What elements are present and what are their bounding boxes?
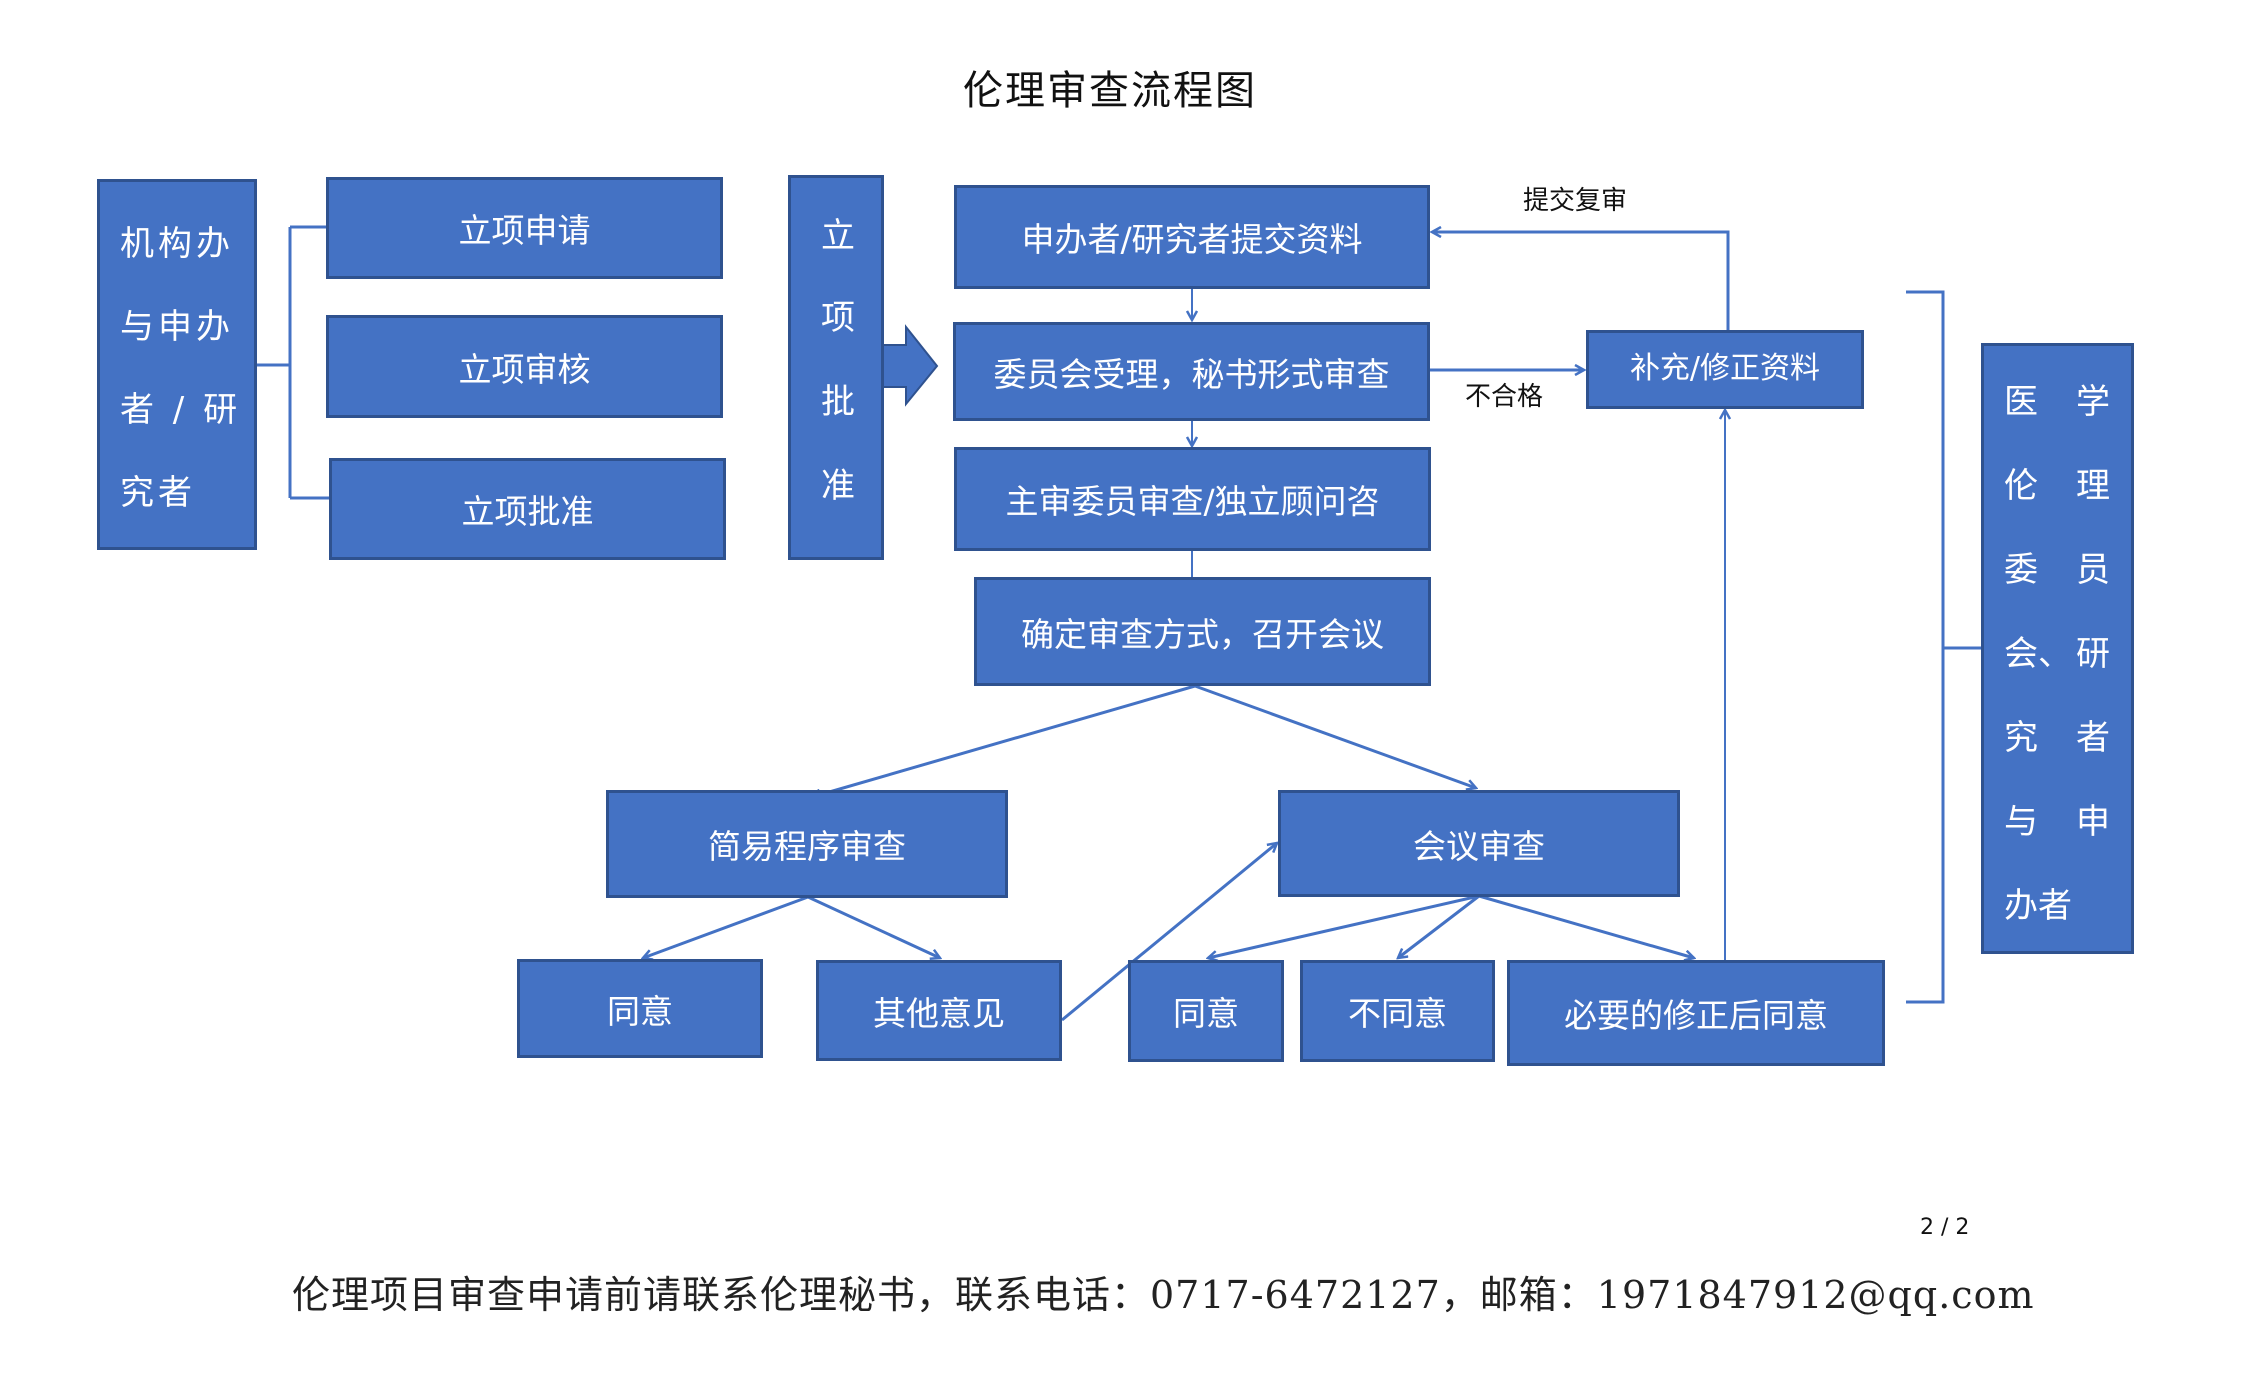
outcome-meeting-agree: 同意 [1128,960,1284,1062]
committee-char-left: 会、 [2004,634,2072,674]
approval-char: 准 [821,466,855,506]
committee-char-left: 与 [2004,802,2038,842]
committee-panel: 医 学 伦 理 委 员 会、 研 究 者 与 申 办者 [1981,343,2134,954]
committee-char-right: 学 [2076,382,2110,422]
committee-char-right: 研 [2076,634,2110,674]
committee-char-left: 办者 [2004,886,2072,926]
diagram-title: 伦理审查流程图 [963,68,1257,114]
step-primary-review: 主审委员审查/独立顾问咨 [954,447,1431,551]
arrow-expedited-to-agree [643,895,809,958]
committee-char-right: 者 [2076,718,2110,758]
step-project-review: 立项审核 [326,315,723,418]
actor-line: 与申办 [120,307,234,347]
arrow-expedited-to-other [807,895,940,958]
arrow-to-expedited [812,684,1196,797]
arrow-other-to-meeting [1061,843,1277,1022]
approval-char: 批 [821,382,855,422]
actor-box-institution-sponsor: 机构办 与申办 者 / 研 究者 [97,179,257,550]
outcome-meeting-conditional: 必要的修正后同意 [1507,960,1885,1066]
arrow-to-meeting [1194,684,1476,788]
contact-footer: 伦理项目审查申请前请联系伦理秘书，联系电话：0717-6472127，邮箱：19… [292,1273,2035,1317]
committee-char-left: 伦 [2004,466,2038,506]
actor-line: 机构办 [120,224,234,264]
approval-char: 立 [821,216,855,256]
actor-bracket-connector [255,225,330,500]
committee-char-left: 委 [2004,550,2038,590]
step-project-application: 立项申请 [326,177,723,279]
page-number: 2 / 2 [1920,1215,1970,1240]
label-resubmit: 提交复审 [1523,186,1628,216]
committee-char-right: 员 [2076,550,2110,590]
approval-column: 立 项 批 准 [788,175,884,560]
approval-char: 项 [821,298,855,338]
outcome-expedited-other: 其他意见 [816,960,1062,1061]
step-meeting-review: 会议审查 [1278,790,1680,897]
committee-char-right: 申 [2076,802,2110,842]
step-submit-materials: 申办者/研究者提交资料 [954,185,1430,289]
committee-char-right: 理 [2076,466,2110,506]
approval-block-arrow [882,324,939,407]
committee-char-left: 医 [2004,382,2038,422]
arrow-meeting-to-disagree [1398,894,1480,958]
step-expedited-review: 简易程序审查 [606,790,1008,898]
outcome-expedited-agree: 同意 [517,959,763,1058]
step-supplement-revise: 补充/修正资料 [1586,330,1864,409]
actor-line: 究者 [120,473,196,513]
arrow-resubmit-return [1432,232,1730,330]
step-committee-acceptance: 委员会受理，秘书形式审查 [953,322,1430,421]
label-fail: 不合格 [1465,382,1544,412]
outcome-meeting-disagree: 不同意 [1300,960,1495,1062]
arrow-meeting-to-conditional [1478,894,1694,958]
committee-bracket-connector [1906,290,1981,1004]
step-determine-method: 确定审查方式，召开会议 [974,577,1431,686]
step-project-approval: 立项批准 [329,458,726,560]
arrow-meeting-to-agree [1208,894,1480,958]
actor-line: 者 / 研 [120,390,242,430]
committee-char-left: 究 [2004,718,2038,758]
